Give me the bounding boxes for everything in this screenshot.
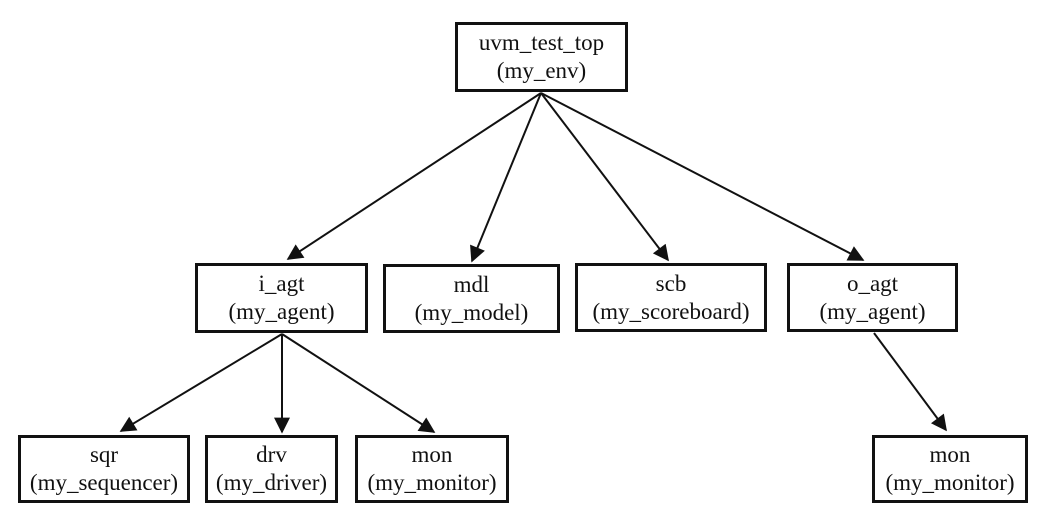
node-label: o_agt: [846, 270, 899, 296]
node-label: uvm_test_top: [478, 30, 605, 55]
node-sublabel: (my_model): [414, 299, 529, 325]
edge-o_agt-to-mon_o: [873, 332, 947, 432]
node-label: sqr: [89, 442, 119, 467]
edge-uvm_test_top-to-mdl: [470, 92, 542, 263]
node-sublabel: (my_sequencer): [29, 470, 179, 495]
node-sublabel: (my_env): [496, 58, 587, 83]
node-sublabel: (my_agent): [819, 298, 926, 324]
node-sublabel: (my_monitor): [367, 470, 497, 495]
node-mon-output: mon (my_monitor): [872, 435, 1028, 503]
node-label: mon: [411, 442, 453, 467]
node-sublabel: (my_monitor): [885, 470, 1015, 495]
node-label: mon: [929, 442, 971, 467]
edge-uvm_test_top-to-o_agt: [540, 92, 865, 261]
edge-uvm_test_top-to-i_agt: [286, 92, 542, 260]
node-i-agt: i_agt (my_agent): [195, 263, 368, 333]
node-mon-input: mon (my_monitor): [355, 435, 509, 503]
node-label: drv: [256, 442, 287, 467]
node-o-agt: o_agt (my_agent): [787, 263, 958, 332]
edge-i_agt-to-mon_i: [281, 333, 436, 433]
node-sqr: sqr (my_sequencer): [18, 435, 190, 503]
node-sublabel: (my_agent): [228, 299, 335, 324]
node-sublabel: (my_scoreboard): [592, 298, 750, 324]
node-scb: scb (my_scoreboard): [575, 263, 767, 332]
node-mdl: mdl (my_model): [383, 264, 560, 333]
edge-i_agt-to-sqr: [119, 333, 283, 432]
edge-uvm_test_top-to-scb: [540, 92, 669, 262]
node-label: i_agt: [258, 271, 305, 296]
node-uvm-test-top: uvm_test_top (my_env): [455, 22, 628, 92]
node-sublabel: (my_driver): [215, 470, 328, 495]
node-label: scb: [655, 270, 687, 296]
node-drv: drv (my_driver): [205, 435, 338, 503]
node-label: mdl: [453, 271, 490, 297]
